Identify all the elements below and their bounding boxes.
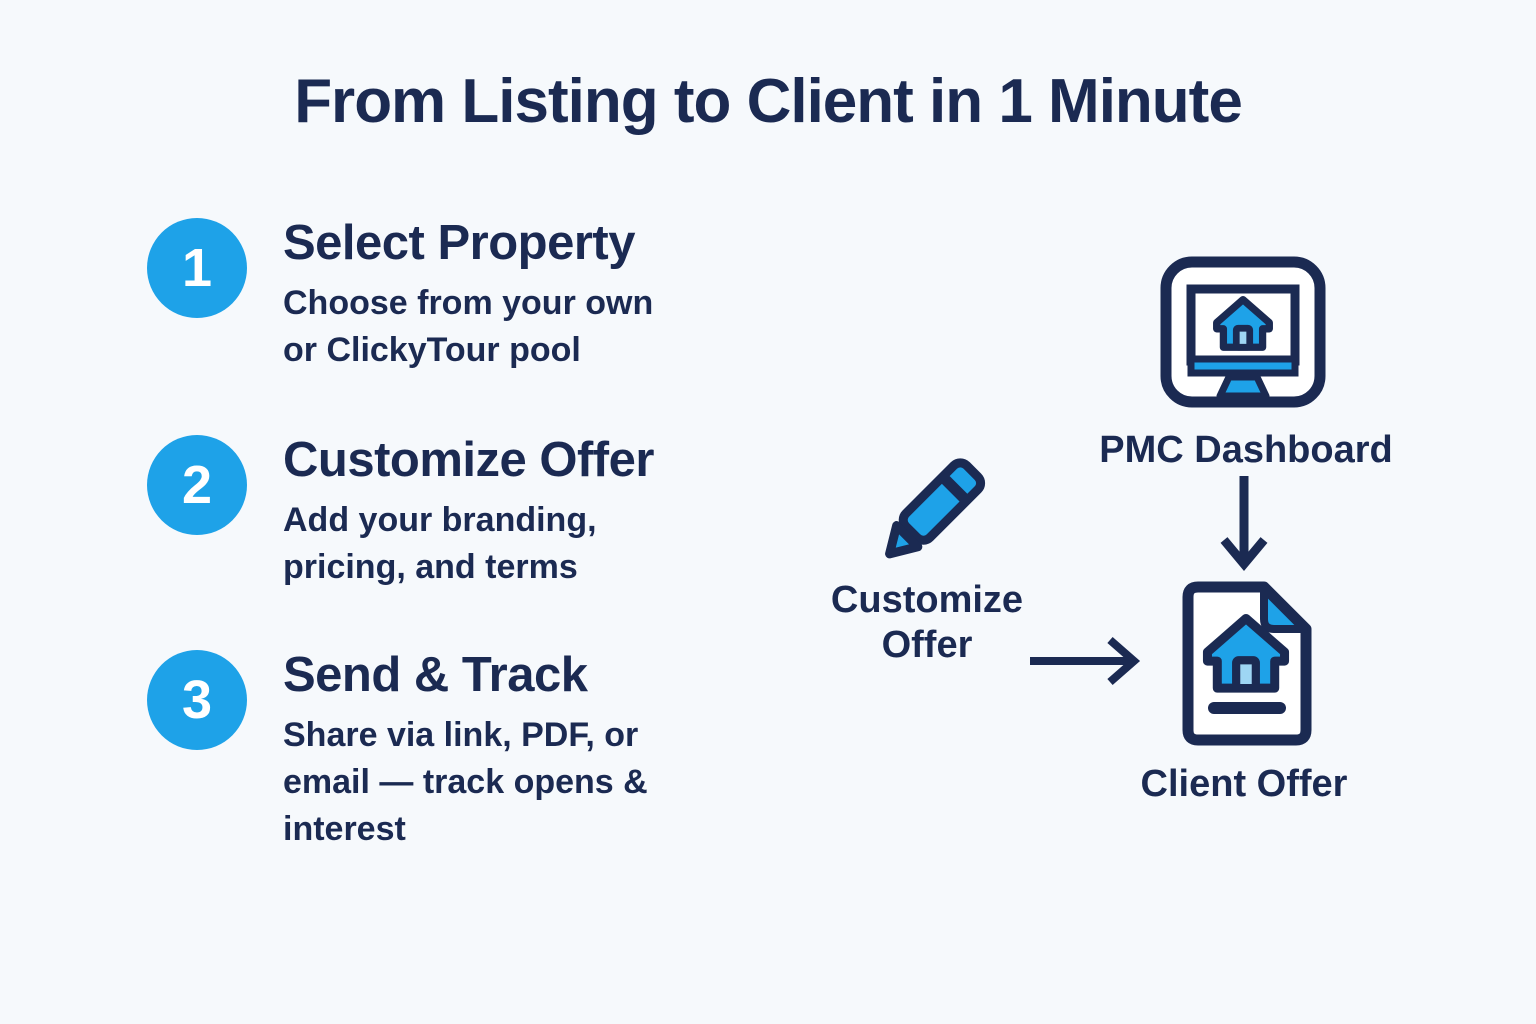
step-1-number-badge: 1 — [147, 218, 247, 318]
step-number: 2 — [181, 455, 213, 515]
step-description: Share via link, PDF, or email — track op… — [283, 715, 648, 848]
right-arrow-icon — [1028, 632, 1152, 690]
step-heading: Select Property — [283, 216, 636, 270]
step-description: Choose from your own or ClickyTour pool — [283, 283, 654, 369]
pencil-icon — [870, 452, 994, 576]
step-1: 1 Select Property Choose from your own o… — [147, 216, 654, 374]
page-title: From Listing to Client in 1 Minute — [294, 67, 1243, 136]
step-number: 3 — [181, 670, 213, 730]
document-house-icon — [1174, 580, 1316, 748]
step-2: 2 Customize Offer Add your branding, pri… — [147, 433, 654, 591]
step-2-number-badge: 2 — [147, 435, 247, 535]
step-2-text: Customize Offer Add your branding, prici… — [283, 433, 654, 591]
customize-offer-label: Customize Offer — [830, 579, 1024, 666]
step-number: 1 — [181, 238, 213, 298]
step-3-text: Send & Track Share via link, PDF, or ema… — [283, 648, 648, 853]
monitor-house-icon — [1160, 256, 1326, 408]
step-description: Add your branding, pricing, and terms — [283, 500, 597, 586]
pmc-dashboard-label: PMC Dashboard — [1099, 429, 1393, 471]
step-1-text: Select Property Choose from your own or … — [283, 216, 654, 374]
step-3: 3 Send & Track Share via link, PDF, or e… — [147, 648, 648, 853]
down-arrow-icon — [1214, 474, 1274, 576]
step-3-number-badge: 3 — [147, 650, 247, 750]
step-heading: Customize Offer — [283, 433, 654, 487]
step-heading: Send & Track — [283, 648, 588, 702]
client-offer-label: Client Offer — [1140, 763, 1348, 805]
